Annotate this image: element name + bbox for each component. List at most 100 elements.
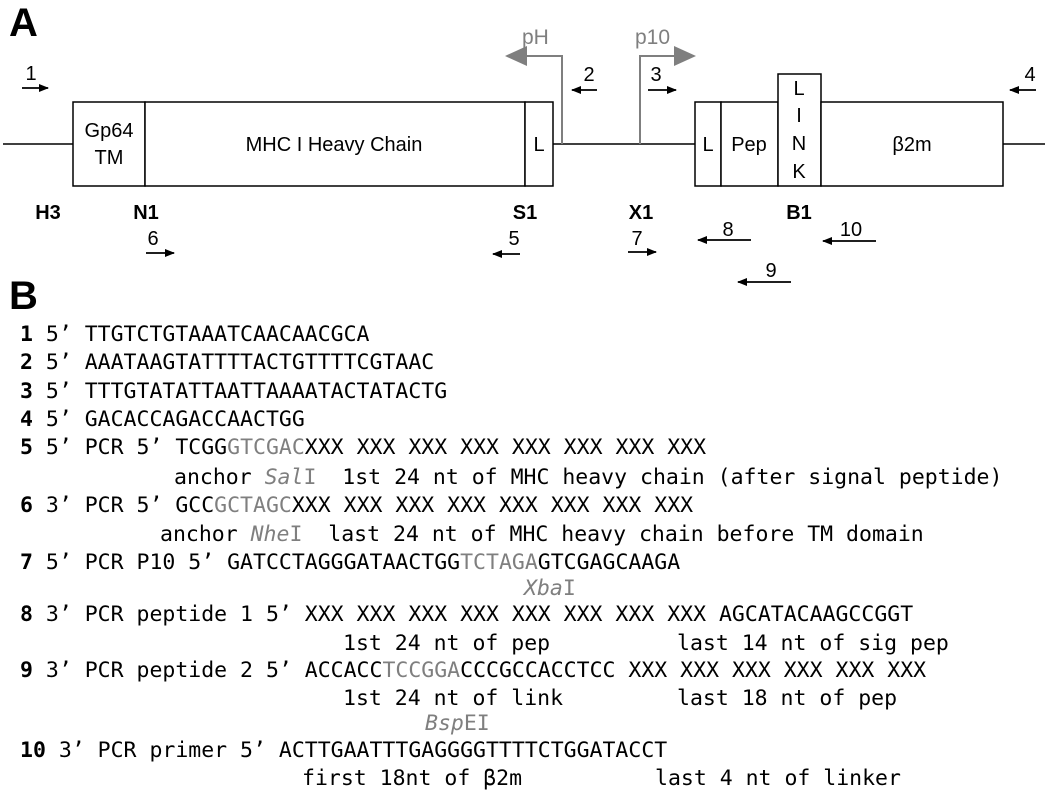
primer-sequence-prefix: 3’ PCR 5’ GCC [32,493,215,518]
tm-label: TM [95,147,124,169]
primer-num-10: 10 [840,219,862,241]
leader-box-1 [524,101,554,187]
link-letter-n: N [792,133,806,155]
b2m-label: β2m [892,134,931,156]
p10-promoter-arrow [639,46,696,144]
primer-sequence: 5’ GACACCAGACCAACTGG [32,407,305,432]
enzyme-name: Sal [264,465,304,490]
primer-num-6: 6 [147,228,158,250]
primer-number: 6 [20,493,33,518]
primer-num-9: 9 [765,260,776,282]
primer-num-8: 8 [722,219,733,241]
primer-num-7: 7 [631,228,642,250]
enzyme-name: Xba [524,576,563,601]
enzyme-suffix: I [289,522,303,547]
primer-number: 5 [20,435,33,460]
primer-num-3: 3 [650,64,661,86]
link-box [777,73,822,187]
annotation-text: last 24 nt of MHC heavy chain before TM … [302,522,924,547]
annotation-6: anchor NheI last 24 nt of MHC heavy chai… [160,524,924,546]
primer-number: 3 [20,379,33,404]
p10-label: p10 [635,26,670,49]
b2m-box [820,101,1004,187]
restriction-site: GCTAGC [214,493,292,518]
primer-num-1: 1 [25,63,36,85]
primer-line-6: 6 3’ PCR 5’ GCCGCTAGCXXX XXX XXX XXX XXX… [20,495,693,517]
primer-line-4: 4 5’ GACACCAGACCAACTGG [20,409,305,431]
primer-number: 7 [20,550,33,575]
annotation-9-right: last 18 nt of pep [677,686,898,711]
mhc-heavy-chain-box [144,101,526,187]
primer-line-8: 8 3’ PCR peptide 1 5’ XXX XXX XXX XXX XX… [20,604,913,626]
annotation-9-enzyme: BspEI [425,713,490,735]
annotation-10-left: first 18nt of β2m [302,766,523,791]
leader-box-2 [694,101,722,187]
peptide-box [720,101,779,187]
primer-sequence: 5’ TTGTCTGTAAATCAACAACGCA [32,322,370,347]
primer-num-5: 5 [508,228,519,250]
site-n1: N1 [133,202,159,224]
primer-line-2: 2 5’ AAATAAGTATTTTACTGTTTTCGTAAC [20,352,434,374]
site-h3: H3 [35,202,61,224]
annotation-10-right: last 4 nt of linker [655,766,901,791]
primer-sequence: 5’ TTTGTATATTAATTAAAATACTATACTG [32,379,448,404]
primer-number: 10 [20,738,46,763]
primer-sequence: 5’ AAATAAGTATTTTACTGTTTTCGTAAC [32,350,435,375]
primer-sequence-suffix: CCCGCCACCTCC XXX XXX XXX XXX XXX XXX [460,658,927,683]
primer-sequence-prefix: 5’ PCR P10 5’ GATCCTAGGGATAACTGG [32,550,461,575]
gp64-tm-box [72,101,146,187]
link-letter-l: L [793,78,804,100]
enzyme-suffix: EI [463,711,490,736]
restriction-site: GTCGAC [227,435,305,460]
primer-line-9: 9 3’ PCR peptide 2 5’ ACCACCTCCGGACCCGCC… [20,660,926,682]
annotation-text: 1st 24 nt of MHC heavy chain (after sign… [316,465,1003,490]
primer-number: 4 [20,407,33,432]
primer-number: 2 [20,350,33,375]
primer-line-10: 10 3’ PCR primer 5’ ACTTGAATTTGAGGGGTTTT… [20,740,667,762]
leader-label-2: L [702,134,713,156]
gp64-label: Gp64 [85,120,134,142]
site-s1: S1 [513,202,537,224]
annotation-5: anchor SalI 1st 24 nt of MHC heavy chain… [174,467,1002,489]
site-b1: B1 [786,202,812,224]
restriction-site: TCTAGA [460,550,538,575]
ph-promoter-arrow [505,46,563,144]
primer-num-4: 4 [1024,64,1035,86]
primer-sequence: 3’ PCR peptide 1 5’ XXX XXX XXX XXX XXX … [32,602,914,627]
annotation-9-left: 1st 24 nt of link [343,686,564,711]
primer-sequence-prefix: 3’ PCR peptide 2 5’ ACCACC [32,658,383,683]
primer-sequence-suffix: XXX XXX XXX XXX XXX XXX XXX XXX [291,493,694,518]
primer-sequence: 3’ PCR primer 5’ ACTTGAATTTGAGGGGTTTTCTG… [45,738,668,763]
annotation-anchor: anchor [174,465,265,490]
primer-line-1: 1 5’ TTGTCTGTAAATCAACAACGCA [20,324,370,346]
primer-num-2: 2 [583,64,594,86]
restriction-site: TCCGGA [382,658,461,683]
leader-label-1: L [533,134,544,156]
primer-number: 1 [20,322,33,347]
primer-sequence-suffix: XXX XXX XXX XXX XXX XXX XXX XXX [304,435,707,460]
annotation-8-right: last 14 nt of sig pep [677,631,949,656]
panel-label-a: A [9,1,38,45]
primer-number: 8 [20,602,33,627]
panel-label-b: B [9,274,38,318]
enzyme-name: Bsp [425,711,464,736]
pep-label: Pep [731,134,767,156]
primer-line-3: 3 5’ TTTGTATATTAATTAAAATACTATACTG [20,381,447,403]
site-x1: X1 [629,202,653,224]
primer-line-5: 5 5’ PCR 5’ TCGGGTCGACXXX XXX XXX XXX XX… [20,437,706,459]
primer-sequence-suffix: GTCGAGCAAGA [537,550,681,575]
enzyme-name: Nhe [250,522,290,547]
primer-number: 9 [20,658,33,683]
link-letter-i: I [796,105,802,127]
annotation-anchor: anchor [160,522,251,547]
enzyme-suffix: I [303,465,317,490]
mhc-label: MHC I Heavy Chain [246,134,423,156]
primer-sequence-prefix: 5’ PCR 5’ TCGG [32,435,228,460]
primer-line-7: 7 5’ PCR P10 5’ GATCCTAGGGATAACTGGTCTAGA… [20,552,680,574]
annotation-7: XbaI [524,578,576,600]
link-letter-k: K [792,161,806,183]
annotation-8-left: 1st 24 nt of pep [343,631,551,656]
ph-label: pH [522,26,549,49]
